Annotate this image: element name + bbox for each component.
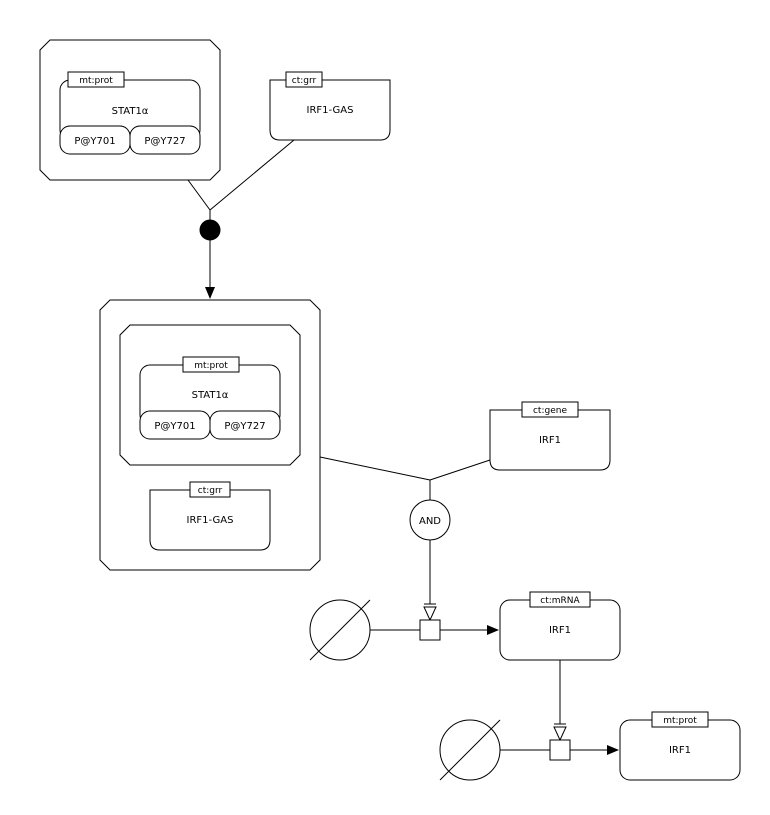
unit-of-information-text: ct:grr — [198, 486, 223, 496]
irf1-gene-node[interactable]: IRF1 ct:gene — [489, 401, 611, 471]
irf1-mrna-node[interactable]: IRF1 ct:mRNA — [499, 591, 621, 661]
unit-of-information — [285, 71, 323, 88]
stat1a-label: STAT1α — [112, 106, 149, 117]
unit-of-information — [651, 711, 709, 728]
state-variable-y727-text: P@Y727 — [224, 421, 265, 432]
unit-of-information — [529, 591, 591, 608]
state-variable-y701-text: P@Y701 — [154, 421, 195, 432]
irf1-gene-label: IRF1 — [539, 435, 561, 446]
unit-of-information-text: mt:prot — [79, 76, 113, 86]
source-and-sink-2[interactable] — [439, 719, 501, 781]
unit-of-information-text: ct:gene — [533, 406, 567, 416]
necessary-stimulation-arc-2 — [553, 660, 567, 742]
unit-of-information-text: ct:grr — [292, 76, 317, 86]
stat1a-label: STAT1α — [192, 390, 229, 401]
irf1-gas-node-top[interactable]: IRF1-GAS ct:grr — [269, 71, 391, 141]
unit-of-information-text: ct:mRNA — [540, 596, 580, 606]
stat1a-protein-inner[interactable]: STAT1α mt:prot P@Y701 P@Y727 — [139, 356, 281, 440]
unit-of-information-text: mt:prot — [663, 716, 697, 726]
state-variable-y727 — [129, 125, 201, 155]
unit-of-information — [67, 71, 125, 88]
and-operator[interactable]: AND — [409, 499, 451, 541]
logic-arcs — [319, 456, 491, 500]
arc-complex-to-and — [319, 456, 431, 481]
process-node-transcription[interactable] — [419, 619, 441, 641]
state-variable-y727-text: P@Y727 — [144, 136, 185, 147]
arc-gas-to-association — [209, 139, 295, 211]
association-arcs — [187, 139, 295, 299]
arc-complex-to-association — [187, 179, 211, 211]
and-operator-label: AND — [419, 516, 441, 527]
irf1-protein-node[interactable]: IRF1 mt:prot — [619, 711, 741, 781]
unit-of-information-text: mt:prot — [194, 361, 228, 371]
irf1-gas-node-inner[interactable]: IRF1-GAS ct:grr — [149, 481, 271, 551]
unit-of-information — [521, 401, 579, 418]
stat1a-protein-top[interactable]: STAT1α mt:prot P@Y701 P@Y727 — [59, 71, 201, 155]
complex-stat1a-inner[interactable]: STAT1α mt:prot P@Y701 P@Y727 — [119, 324, 301, 466]
state-variable-y727 — [209, 410, 281, 440]
irf1-protein-label: IRF1 — [669, 745, 691, 756]
source-and-sink-1[interactable] — [309, 599, 371, 661]
association-node[interactable] — [199, 219, 221, 241]
complex-stat1a-top[interactable]: STAT1α mt:prot P@Y701 P@Y727 — [39, 39, 221, 181]
irf1-mrna-label: IRF1 — [549, 625, 571, 636]
unit-of-information — [182, 356, 240, 373]
complex-stat1a-gas[interactable]: STAT1α mt:prot P@Y701 P@Y727 IRF1-GAS ct… — [99, 299, 321, 571]
irf1-gas-label: IRF1-GAS — [307, 105, 354, 116]
arc-gene-to-and — [429, 459, 491, 481]
process-node-translation[interactable] — [549, 739, 571, 761]
necessary-stimulation-arc-1 — [423, 540, 437, 622]
unit-of-information — [189, 481, 231, 498]
state-variable-y701-text: P@Y701 — [74, 136, 115, 147]
irf1-gas-label: IRF1-GAS — [187, 515, 234, 526]
